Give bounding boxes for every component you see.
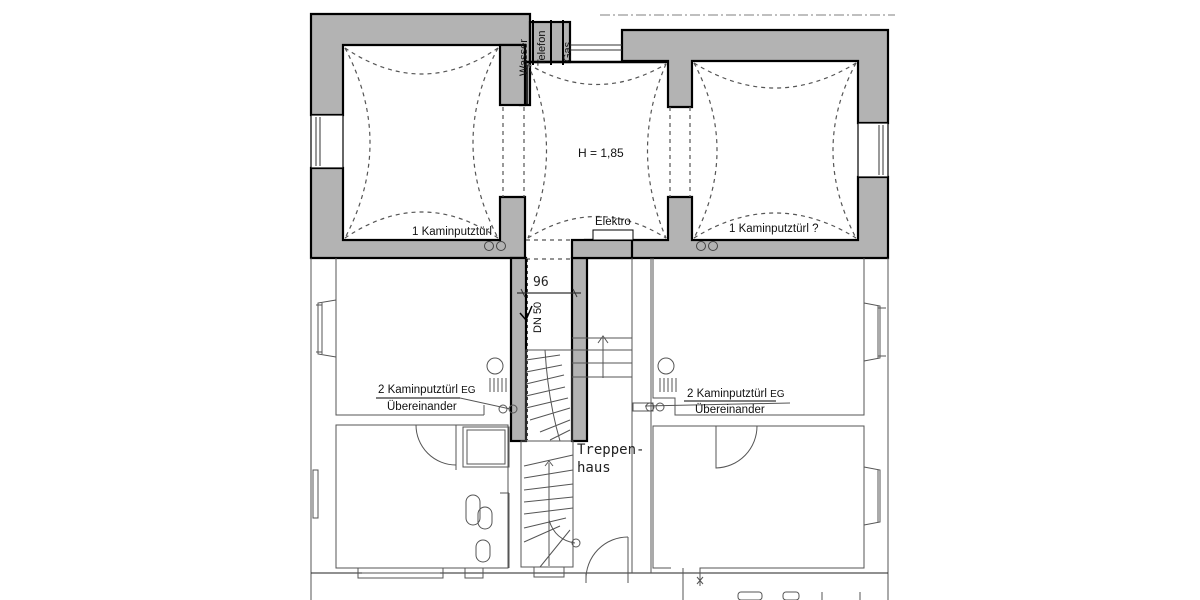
vault-right [693, 62, 857, 239]
stove-right [632, 357, 791, 412]
entrance [585, 258, 652, 583]
label-stairwell-1: Treppen- [577, 442, 645, 458]
label-pipe: DN 50 [532, 301, 544, 333]
label-chimney-door-right: 1 Kaminputztürl ? [729, 223, 819, 235]
label-stacked-right: Übereinander [695, 404, 765, 416]
utility-pipes [526, 20, 564, 105]
chimney-door-eg-left-suffix: EG [461, 385, 476, 396]
wall-left-divider [498, 43, 527, 107]
room-left-upper [316, 258, 485, 416]
chimney-circles-upper [484, 241, 718, 251]
label-chimney-door-eg-right: 2 Kaminputztürl EG [687, 388, 785, 401]
room-right-lower [652, 425, 881, 600]
chimney-door-eg-right-suffix: EG [770, 389, 785, 400]
staircase [520, 335, 632, 578]
vault-center [502, 63, 691, 239]
wall-corridor-left [509, 256, 528, 443]
electrical-box [592, 229, 634, 241]
label-stacked-left: Übereinander [387, 401, 457, 413]
wall-corridor-right-top [570, 238, 634, 260]
label-electrical: Elektro [595, 216, 631, 228]
room-left-lower [312, 424, 510, 579]
wall-right-block [620, 28, 890, 125]
label-stairwell-2: haus [577, 460, 611, 476]
wall-left-lower [309, 166, 527, 260]
label-room-height: H = 1,85 [578, 146, 624, 160]
window-left-upper [310, 114, 344, 169]
label-chimney-door-left: 1 Kaminputztürl [412, 226, 492, 238]
dimension-96 [517, 288, 581, 298]
wall-left-block [309, 12, 532, 117]
pipe-arrow [519, 305, 533, 322]
window-right-upper [857, 122, 889, 178]
label-water: Wasser [518, 39, 530, 76]
corridor-dashed [526, 239, 572, 440]
chimney-door-eg-left-text: 2 Kaminputztürl [378, 384, 458, 396]
vault-left [344, 47, 499, 239]
label-chimney-door-eg-left: 2 Kaminputztürl EG [378, 384, 476, 397]
room-right-upper [652, 258, 886, 416]
label-phone: Telefon [536, 30, 548, 66]
label-gas: Gas [562, 41, 574, 62]
label-dimension: 96 [533, 275, 549, 290]
stove-left [376, 357, 518, 414]
chimney-door-eg-right-text: 2 Kaminputztürl [687, 388, 767, 400]
